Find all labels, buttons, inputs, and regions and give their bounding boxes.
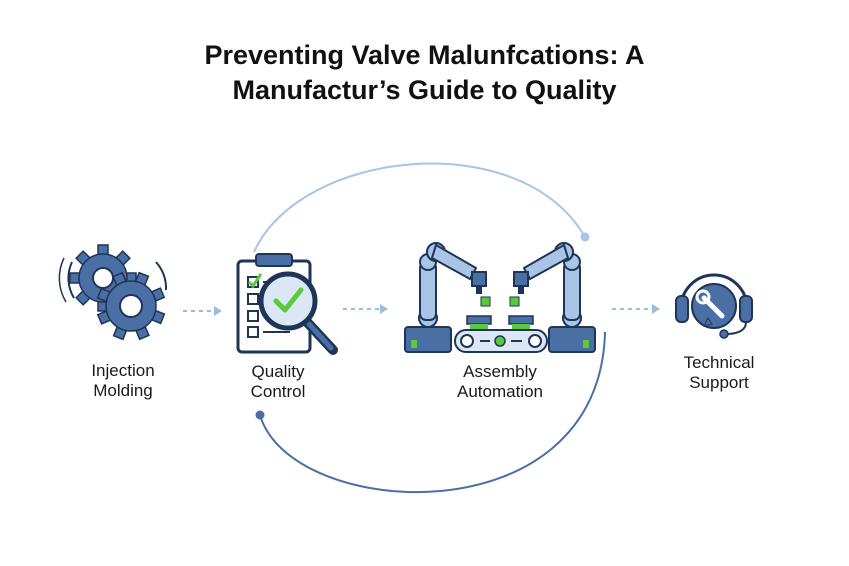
- headset-support-icon: [675, 273, 753, 339]
- flow-arrow-2: [343, 304, 388, 314]
- title-line-1: Preventing Valve Malunfcations: A: [204, 40, 645, 70]
- clipboard-magnifier-icon: [236, 253, 338, 355]
- gears-icon: [58, 244, 168, 341]
- robot-arms-conveyor-icon: [404, 242, 596, 353]
- title-line-2: Manufactur’s Guide to Quality: [232, 75, 617, 105]
- flow-arrow-3: [612, 304, 660, 314]
- step-label-assembly-automation: Assembly Automation: [457, 362, 543, 401]
- step-label-quality-control: Quality Control: [250, 362, 306, 401]
- cycle-arc-top: [253, 162, 586, 253]
- cycle-arc-bottom: [259, 331, 606, 494]
- step-label-injection-molding: Injection Molding: [91, 361, 155, 400]
- cycle-arc-top-end-dot: [580, 232, 590, 242]
- step-label-technical-support: Technical Support: [683, 353, 755, 392]
- page-title: Preventing Valve Malunfcations: A Manufa…: [0, 38, 849, 108]
- flow-arrow-1: [183, 306, 222, 316]
- cycle-arc-bottom-end-dot: [255, 410, 265, 420]
